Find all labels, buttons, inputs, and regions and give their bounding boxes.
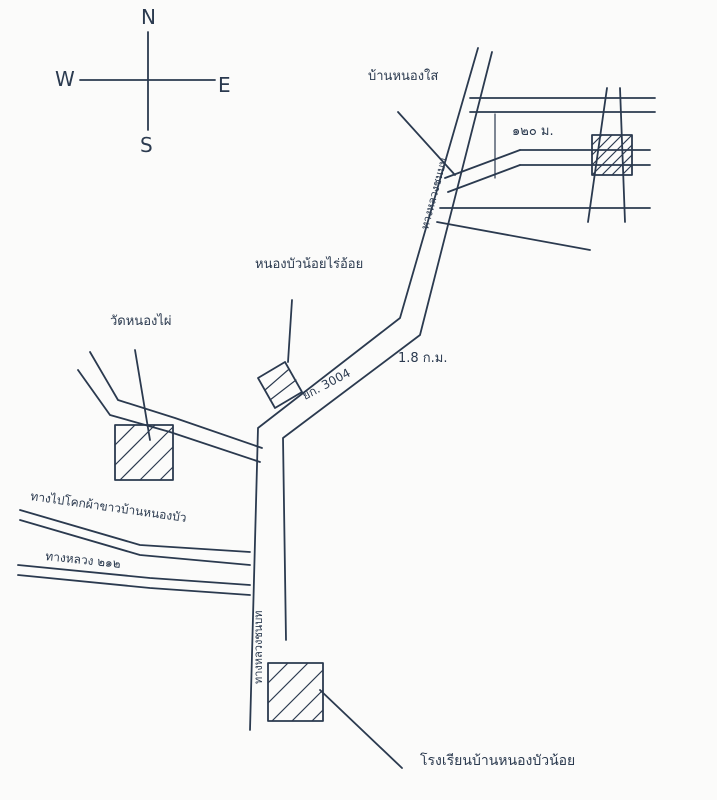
side-road-2 <box>436 221 591 251</box>
compass-west-label: W <box>55 67 75 91</box>
distance-small-label: ๑๒๐ ม. <box>512 124 554 139</box>
temple-box <box>257 361 303 409</box>
left-lower-road-4 <box>17 574 251 596</box>
access-road-1 <box>444 149 521 179</box>
compass-south-label: S <box>140 133 153 157</box>
compass-rose: N E S W <box>55 5 231 157</box>
school-label: โรงเรียนบ้านหนองบัวน้อย <box>420 752 575 769</box>
village-top-label: บ้านหนองใส <box>368 68 438 84</box>
road-code-vertical-label: ทางหลวงชนบท <box>418 156 450 230</box>
main-road-left-edge <box>249 47 479 731</box>
compass-north-label: N <box>141 5 156 29</box>
school-site <box>267 662 403 769</box>
lower-left-roads <box>17 509 251 596</box>
road-code-label: ยก. 3004 <box>300 366 353 403</box>
target-arrow-right <box>619 87 626 223</box>
main-road-right-edge <box>282 51 493 641</box>
wat-box <box>114 424 174 481</box>
left-lower-road-3 <box>17 564 251 586</box>
school-arrow <box>319 689 403 769</box>
wat-site <box>114 349 174 481</box>
road-lower-vertical-label: ทางหลวงชนบท <box>252 610 265 684</box>
left-road-edge-2 <box>89 351 263 449</box>
left-road-edge-1 <box>77 369 261 463</box>
main-road <box>249 47 493 731</box>
left-branch-road <box>77 351 263 463</box>
village-arrow <box>397 111 456 176</box>
wat-label: วัดหนองไผ่ <box>110 313 172 329</box>
temple-label: หนองบัวน้อยไร่อ้อย <box>255 256 363 272</box>
wat-arrow <box>134 349 151 441</box>
left-lower-road-2 <box>19 519 251 566</box>
target-site <box>587 87 633 223</box>
left-road-2-label: ทางหลวง ๒๑๒ <box>45 549 122 571</box>
left-lower-road-1 <box>19 509 251 553</box>
compass-east-label: E <box>218 73 231 97</box>
target-arrow-left <box>587 87 608 223</box>
upper-branch-road <box>436 97 656 251</box>
school-box <box>267 662 324 722</box>
access-road-2 <box>447 164 521 193</box>
distance-mid-label: 1.8 ก.ม. <box>398 351 448 366</box>
temple-site <box>257 299 303 409</box>
temple-arrow <box>287 299 293 363</box>
